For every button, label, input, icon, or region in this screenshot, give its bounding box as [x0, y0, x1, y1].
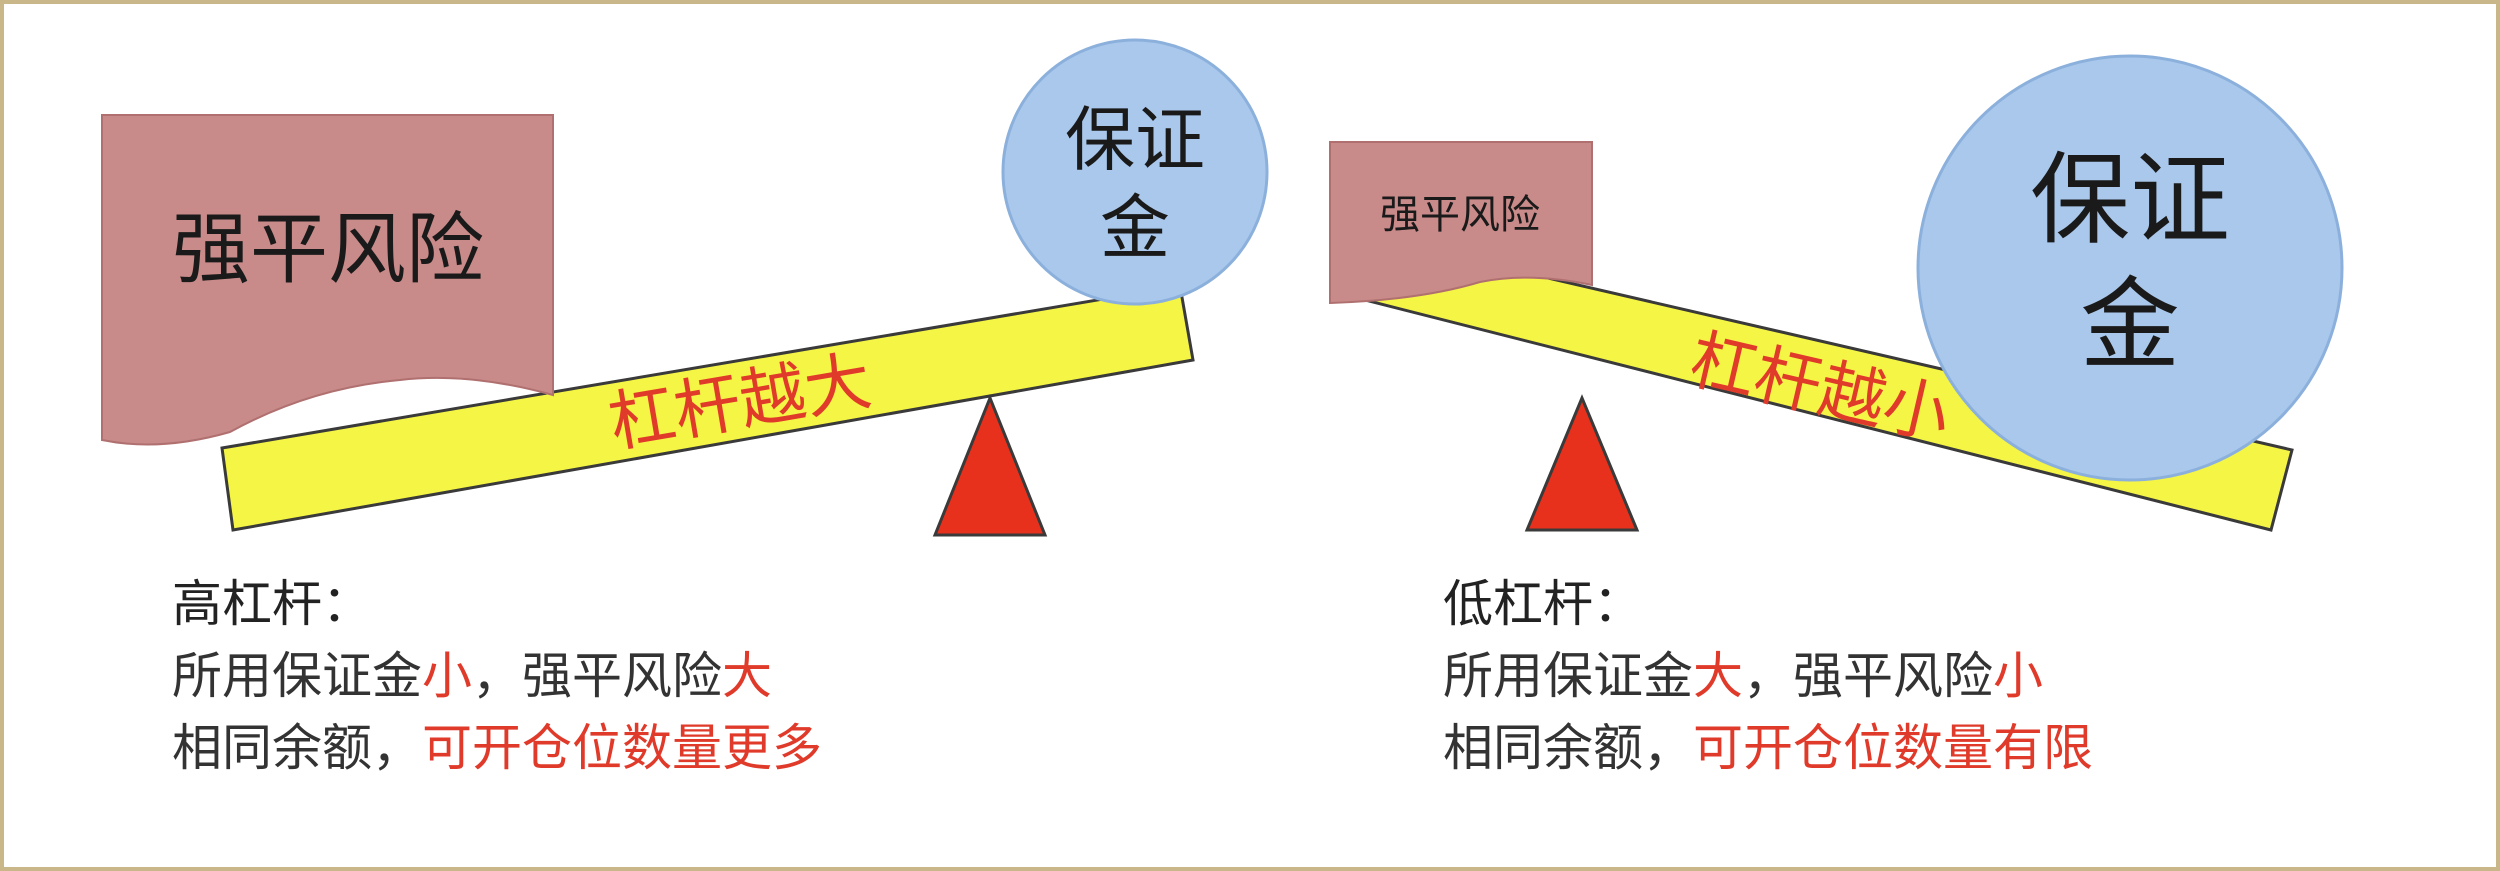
right-margin-circle-shape — [1916, 54, 2344, 482]
left-risk-box-shape — [101, 114, 554, 446]
left-caption-line1-text-a: 所用保证金 — [172, 647, 422, 705]
left-caption-line2: 相同余额，可开仓位数量更多 — [172, 712, 822, 784]
left-caption-heading: 高杠杆： — [172, 575, 372, 633]
left-caption-line1-emph-d: 大 — [722, 647, 772, 705]
left-margin-circle-shape — [1001, 38, 1269, 306]
right-margin-label-line2: 金 — [2080, 267, 2180, 384]
right-caption: 低杠杆： 所用保证金大，强平风险小 相同余额，可开仓位数量有限 — [1443, 568, 2093, 784]
left-margin-label-line2: 金 — [1100, 187, 1170, 269]
left-caption-line2-text-a: 相同余额， — [172, 719, 422, 777]
left-caption-line1-text-c: ，强平风险 — [472, 647, 722, 705]
left-caption-line1-emph-b: 小 — [422, 647, 472, 705]
left-scale: 杠杆越大 强平风险 保证 金 — [101, 38, 1269, 537]
right-caption-line1-text-a: 所用保证金 — [1443, 647, 1693, 705]
right-caption-line2: 相同余额，可开仓位数量有限 — [1443, 712, 2093, 784]
left-risk-label: 强平风险 — [172, 205, 484, 295]
left-caption-line1: 所用保证金小，强平风险大 — [172, 640, 822, 712]
right-risk-box-shape — [1329, 141, 1593, 305]
left-margin-circle: 保证 金 — [1001, 38, 1269, 306]
right-caption-line1-text-c: ，强平风险 — [1743, 647, 1993, 705]
right-risk-label: 强平风险 — [1380, 192, 1540, 238]
left-fulcrum-triangle — [932, 393, 1048, 537]
left-caption-line2-emph-b: 可开仓位数量更多 — [422, 719, 822, 777]
left-risk-box: 强平风险 — [101, 114, 554, 446]
right-margin-label-line1: 保证 — [2030, 142, 2230, 259]
left-caption: 高杠杆： 所用保证金小，强平风险大 相同余额，可开仓位数量更多 — [172, 568, 822, 784]
right-risk-box: 强平风险 — [1329, 141, 1593, 305]
right-fulcrum-triangle — [1524, 394, 1640, 532]
right-margin-circle: 保证 金 — [1916, 54, 2344, 482]
right-caption-heading: 低杠杆： — [1443, 575, 1643, 633]
left-beam-shape — [220, 284, 1195, 532]
right-scale: 杠杆越小 强平风险 保证 金 — [1329, 54, 2344, 532]
right-caption-line1-emph-d: 小 — [1993, 647, 2043, 705]
left-margin-label-line1: 保证 — [1065, 99, 1205, 181]
right-caption-line2-text-a: 相同余额， — [1443, 719, 1693, 777]
right-caption-line2-emph-b: 可开仓位数量有限 — [1693, 719, 2093, 777]
right-caption-line1-emph-b: 大 — [1693, 647, 1743, 705]
right-caption-line1: 所用保证金大，强平风险小 — [1443, 640, 2093, 712]
